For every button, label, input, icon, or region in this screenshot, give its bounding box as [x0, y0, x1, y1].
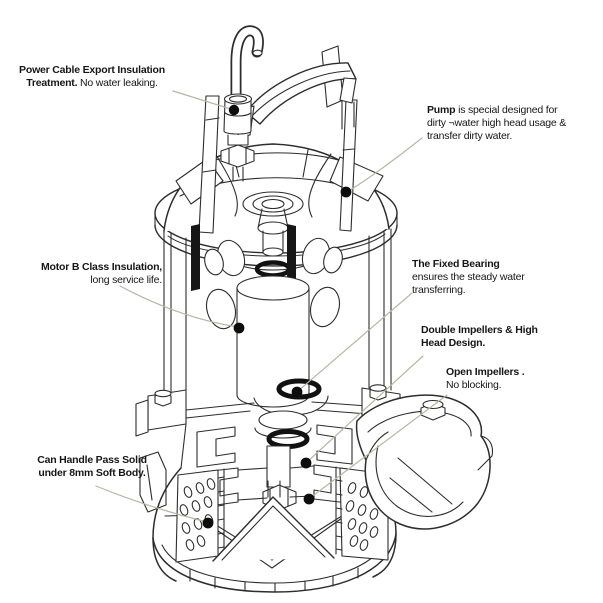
dot-solids — [202, 517, 214, 529]
callout-text-bold: Can Handle Pass Solid — [37, 454, 147, 466]
callout-power-cable: Power Cable Export Insulation Treatment.… — [8, 64, 176, 90]
upper-bearing-seal — [216, 191, 331, 278]
strainer-base — [152, 420, 397, 593]
callout-text-bold: Treatment. — [26, 77, 78, 89]
callout-text: long service life. — [90, 274, 162, 286]
callout-text: transfer dirty water. — [427, 130, 513, 142]
callout-line: Can Handle Pass Solid — [24, 454, 160, 467]
callout-solids: Can Handle Pass Solid under 8mm Soft Bod… — [24, 454, 160, 480]
callout-text: ensures the steady water — [412, 271, 525, 283]
callout-text-bold: Pump — [427, 104, 456, 116]
dot-open-impellers — [303, 493, 315, 505]
motor-windings — [204, 246, 343, 330]
motor-stator — [191, 224, 296, 291]
leader-lines — [95, 90, 448, 523]
leader-double-impellers — [306, 355, 424, 463]
dot-pump — [340, 186, 352, 198]
callout-line: The Fixed Bearing — [412, 258, 547, 271]
callout-line: under 8mm Soft Body. — [24, 467, 160, 480]
dot-power-cable — [228, 104, 240, 116]
callout-motor: Motor B Class Insulation, long service l… — [20, 261, 162, 287]
dot-fixed-bearing — [291, 386, 303, 398]
leader-fixed-bearing — [297, 292, 413, 392]
callout-line: Open Impellers . — [446, 366, 556, 379]
mounting-flanges — [135, 384, 413, 513]
callout-text: transferring. — [412, 284, 466, 296]
callout-line: Treatment. No water leaking. — [8, 77, 176, 90]
callout-text-bold: Open Impellers . — [446, 366, 525, 378]
callout-line: Motor B Class Insulation, — [20, 261, 162, 274]
callout-fixed-bearing: The Fixed Bearing ensures the steady wat… — [412, 258, 547, 297]
callout-line: transfer dirty water. — [427, 130, 587, 143]
callout-dots — [202, 104, 352, 529]
dot-double-impellers — [300, 457, 312, 469]
callout-text: dirty ¬water high head usage & — [427, 117, 567, 129]
callout-pump: Pump is special designed for dirty ¬wate… — [427, 104, 587, 143]
callout-line: long service life. — [20, 274, 162, 287]
callout-open-impellers: Open Impellers . No blocking. — [446, 366, 556, 392]
dot-motor — [233, 322, 245, 334]
callout-text-bold: Double Impellers & High — [421, 324, 538, 336]
leader-pump — [346, 137, 423, 193]
callout-text-bold: Motor B Class Insulation, — [40, 261, 162, 273]
carry-handle — [237, 45, 357, 138]
callout-double-impellers: Double Impellers & High Head Design. — [421, 324, 566, 350]
rotor-shaft — [236, 275, 310, 408]
callout-text-bold: Head Design. — [421, 337, 486, 349]
callout-line: No blocking. — [446, 379, 556, 392]
callout-line: dirty ¬water high head usage & — [427, 117, 587, 130]
guard-brackets — [198, 95, 358, 234]
callout-line: transferring. — [412, 284, 547, 297]
top-housing — [154, 143, 398, 267]
callout-text-bold: Power Cable Export Insulation — [19, 64, 165, 76]
leader-power-cable — [172, 90, 235, 111]
callout-text: is special designed for — [458, 104, 558, 116]
leader-motor — [119, 285, 239, 328]
callout-text-bold: The Fixed Bearing — [412, 258, 500, 270]
callout-text: No blocking. — [446, 379, 502, 391]
callout-line: ensures the steady water — [412, 271, 547, 284]
callout-line: Pump is special designed for — [427, 104, 587, 117]
leader-open-impellers — [309, 394, 448, 499]
callout-text-bold: under 8mm Soft Body. — [38, 467, 146, 479]
callout-line: Power Cable Export Insulation — [8, 64, 176, 77]
callout-line: Head Design. — [421, 337, 566, 350]
callout-text: No water leaking. — [80, 77, 158, 89]
leader-solids — [95, 485, 208, 523]
strainer-holes-left — [179, 478, 216, 551]
callout-line: Double Impellers & High — [421, 324, 566, 337]
